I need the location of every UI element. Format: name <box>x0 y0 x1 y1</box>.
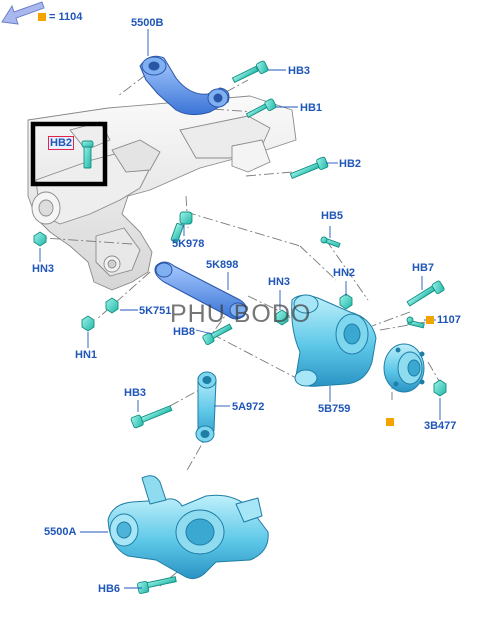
nut-hn3-left-icon <box>33 231 47 247</box>
label-5K751[interactable]: 5K751 <box>139 305 172 317</box>
label-hb2[interactable]: HB2 <box>339 158 362 170</box>
link-5A972 <box>195 371 217 443</box>
highlight-frame <box>30 121 108 187</box>
label-hb1[interactable]: HB1 <box>300 102 323 114</box>
bolt-5K978-icon <box>170 211 193 243</box>
label-hn3-mid[interactable]: HN3 <box>268 276 291 288</box>
nut-hn1-icon <box>81 315 95 332</box>
label-hb6[interactable]: HB6 <box>98 583 121 595</box>
bolt-5K751-icon <box>105 297 119 314</box>
nut-hn3-mid-icon <box>275 309 289 326</box>
label-5A972[interactable]: 5A972 <box>232 401 265 413</box>
label-5B759[interactable]: 5B759 <box>318 403 351 415</box>
watermark: PHU BODO <box>170 300 312 328</box>
label-5K898[interactable]: 5K898 <box>206 259 239 271</box>
bolt-hb7-icon <box>406 280 445 307</box>
label-1107[interactable]: 1107 <box>437 314 461 326</box>
bolt-hb1-icon <box>245 98 277 119</box>
label-hb3-low[interactable]: HB3 <box>124 387 147 399</box>
knuckle-5500A <box>107 475 269 580</box>
bolt-1107-icon <box>406 316 425 329</box>
legend-text: = 1104 <box>49 11 83 23</box>
bolt-hb5-icon <box>320 236 341 248</box>
label-hn1[interactable]: HN1 <box>75 349 98 361</box>
bolt-hb2-icon <box>289 156 329 179</box>
label-3B477[interactable]: 3B477 <box>424 420 457 432</box>
legend-marker-icon <box>38 13 46 21</box>
bolt-hb3-top-icon <box>231 60 269 83</box>
label-hb7[interactable]: HB7 <box>412 262 435 274</box>
lateral-link-5K898 <box>154 261 247 320</box>
bolt-hb6-icon <box>136 576 177 594</box>
label-hb5[interactable]: HB5 <box>321 210 344 222</box>
label-hn3-left[interactable]: HN3 <box>32 263 55 275</box>
bolt-hb2-boxed-icon <box>81 140 94 169</box>
label-leaders <box>39 29 441 589</box>
knuckle-5B759 <box>291 294 377 387</box>
label-5K978[interactable]: 5K978 <box>172 238 205 250</box>
label-hb8[interactable]: HB8 <box>173 326 196 338</box>
label-hb2-boxed[interactable]: HB2 <box>47 136 75 150</box>
fasteners <box>33 60 447 594</box>
orange-marker-1107-icon <box>426 316 434 324</box>
bolt-hb3-low-icon <box>130 405 173 429</box>
nut-hn2-icon <box>339 293 353 310</box>
bolt-hb8-icon <box>202 323 233 346</box>
upper-control-arm-5500B <box>139 55 230 116</box>
label-5500B[interactable]: 5500B <box>131 17 164 29</box>
label-hb3-top[interactable]: HB3 <box>288 65 311 77</box>
arrow-down-left-icon[interactable] <box>0 0 46 26</box>
label-hn2[interactable]: HN2 <box>333 267 356 279</box>
nut-3B477-icon <box>433 379 447 397</box>
hub-3B477 <box>383 343 425 393</box>
orange-marker-icon <box>386 418 394 426</box>
label-5500A[interactable]: 5500A <box>44 526 77 538</box>
